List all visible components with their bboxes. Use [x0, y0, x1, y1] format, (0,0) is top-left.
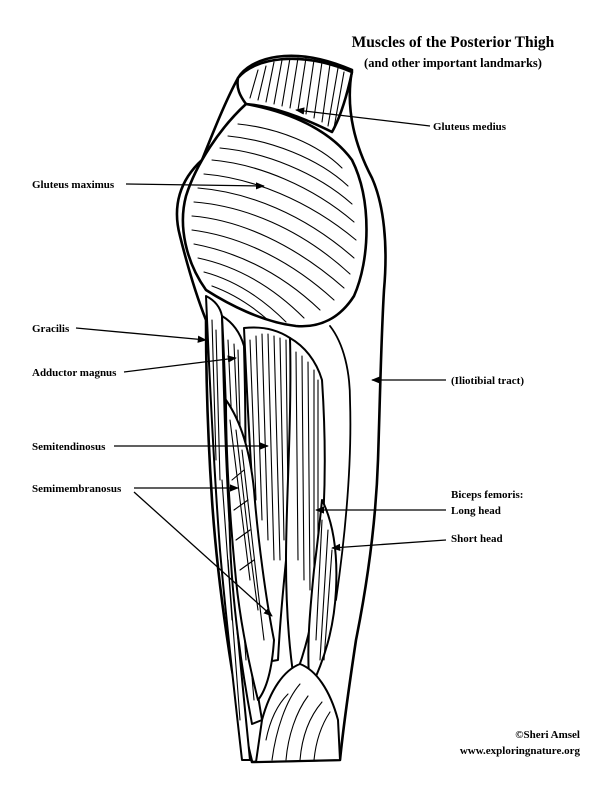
gluteus-maximus-fibers	[191, 123, 357, 323]
iliotibial-tract-line	[329, 325, 352, 601]
thigh-illustration	[175, 54, 387, 764]
label-biceps-femoris: Biceps femoris:	[451, 489, 523, 501]
leader-biceps-short-head	[331, 539, 447, 552]
label-gluteus-medius: Gluteus medius	[433, 121, 507, 133]
page-subtitle: (and other important landmarks)	[364, 56, 542, 70]
semimembranosus-fibers	[229, 419, 265, 641]
credit-author: ©Sheri Amsel	[515, 729, 580, 741]
leader-lines	[75, 107, 447, 617]
label-gluteus-maximus: Gluteus maximus	[32, 179, 115, 191]
label-semitendinosus: Semitendinosus	[32, 441, 106, 453]
gracilis-fibers	[211, 319, 241, 721]
leader-semimembranosus-lower	[133, 491, 273, 617]
leader-gluteus-maximus	[125, 182, 265, 190]
gluteus-medius-fibers	[249, 57, 345, 129]
label-short-head: Short head	[451, 533, 503, 545]
leader-gracilis	[75, 327, 207, 343]
credit-website: www.exploringnature.org	[460, 745, 581, 757]
leader-adductor-magnus	[123, 355, 237, 373]
labels: Gluteus medius Gluteus maximus Gracilis …	[32, 121, 524, 545]
label-semimembranosus: Semimembranosus	[32, 483, 122, 495]
leader-gluteus-medius	[295, 107, 431, 127]
label-long-head: Long head	[451, 505, 501, 517]
label-adductor-magnus: Adductor magnus	[32, 367, 117, 379]
gluteus-maximus-shape	[181, 102, 368, 328]
semitendinosus-fibers	[249, 333, 289, 561]
knee-tendon-lines	[265, 683, 331, 761]
label-gracilis: Gracilis	[32, 323, 70, 335]
biceps-short-head-fibers	[315, 519, 333, 661]
label-iliotibial-tract: (Iliotibial tract)	[451, 375, 524, 387]
page-title: Muscles of the Posterior Thigh	[352, 34, 555, 51]
